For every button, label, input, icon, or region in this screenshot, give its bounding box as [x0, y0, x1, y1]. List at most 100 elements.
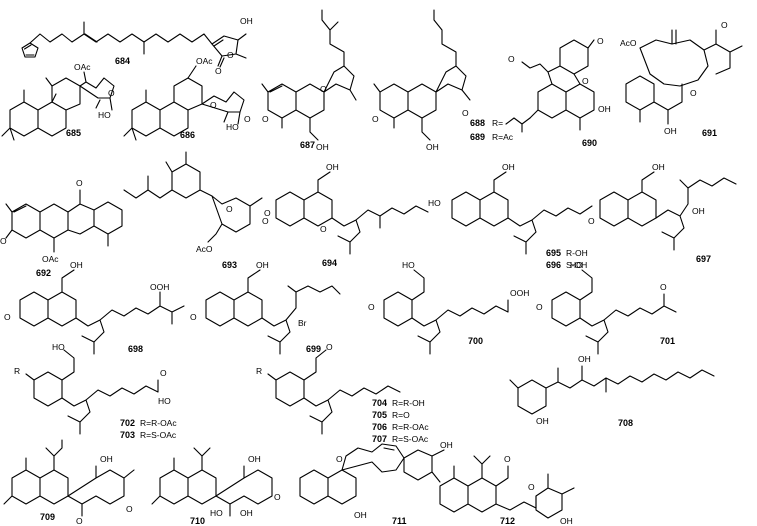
compound-id-689: 689 — [470, 132, 485, 142]
compound-id-701: 701 — [660, 336, 675, 346]
compound-id-707: 707 — [372, 434, 387, 444]
ho-label: HO — [226, 122, 239, 132]
o-label: O — [508, 54, 515, 64]
o-label: O — [368, 302, 375, 312]
r-label: R — [14, 366, 20, 376]
o-label: O — [326, 342, 333, 352]
oh-label: OH — [70, 260, 83, 270]
aco-label: AcO — [196, 244, 213, 254]
oh-label: OH — [664, 126, 677, 136]
oh-label: OH — [440, 440, 453, 450]
compound-id-709: 709 — [40, 512, 55, 522]
o-label: O — [160, 368, 167, 378]
ho-label: HO — [210, 508, 223, 518]
o-label: O — [0, 236, 7, 246]
structure-694: OH O O 694 — [262, 162, 429, 268]
o-label: O — [582, 76, 589, 86]
oh-label: OH — [326, 162, 339, 172]
ho-label: HO — [158, 396, 171, 406]
o-label: O — [597, 36, 604, 46]
compound-id-696: 696 — [546, 260, 561, 270]
compound-id-702: 702 — [120, 418, 135, 428]
compound-id-712: 712 — [500, 516, 515, 526]
structure-684: OH O O 684 — [21, 16, 253, 76]
oh-label: OH — [598, 104, 611, 114]
compound-id-691: 691 — [702, 128, 717, 138]
r-group-704: R=R-OH — [392, 398, 425, 408]
compound-id-705: 705 — [372, 410, 387, 420]
aco-label: AcO — [620, 38, 637, 48]
structure-686: OAc O HO O 686 — [123, 56, 251, 141]
structure-709: OH O O 709 — [3, 439, 135, 526]
r-label: R — [256, 366, 262, 376]
oh-label: OH — [240, 16, 253, 26]
o-label: O — [215, 66, 222, 76]
compound-id-695: 695 — [546, 248, 561, 258]
compound-id-687: 687 — [300, 140, 315, 150]
compound-id-711: 711 — [392, 516, 407, 526]
ho-label: HO — [98, 110, 111, 120]
r-group-706: R=R-OAc — [392, 422, 429, 432]
oh-label: OH — [240, 508, 253, 518]
structure-687: O OH O 687 — [261, 9, 357, 152]
structure-698: OH OOH O 698 — [4, 260, 185, 355]
ooh-label: OOH — [510, 288, 529, 298]
o-label: O — [320, 224, 327, 234]
r-group-689: R=Ac — [492, 132, 514, 142]
ho-label: HO — [52, 342, 65, 352]
r-group-688: R= — [492, 118, 503, 128]
oh-label: OH — [354, 510, 367, 520]
br-label: Br — [298, 318, 307, 328]
compound-id-710: 710 — [190, 516, 205, 526]
structure-708: OH OH 708 — [509, 354, 715, 428]
compound-id-694: 694 — [322, 258, 337, 268]
compound-id-699: 699 — [306, 344, 321, 354]
o-label: O — [274, 492, 281, 502]
compound-id-686: 686 — [180, 130, 195, 140]
oh-label: OH — [536, 416, 549, 426]
o-label: O — [76, 516, 83, 526]
o-label: O — [108, 88, 115, 98]
compound-id-704: 704 — [372, 398, 387, 408]
o-label: O — [190, 312, 197, 322]
compound-id-697: 697 — [696, 254, 711, 264]
structure-712: O O OH 712 — [439, 454, 575, 526]
oh-label: OH — [100, 454, 113, 464]
o-label: O — [210, 100, 217, 110]
oac-label: OAc — [42, 254, 59, 264]
o-label: O — [660, 282, 667, 292]
o-label: O — [76, 178, 83, 188]
structure-700: HO OOH O 700 — [368, 260, 529, 355]
o-label: O — [721, 20, 728, 30]
structure-702-703: HO R O HO 702 R=R-OAc 703 R=S-OAc — [14, 342, 177, 440]
compound-id-703: 703 — [120, 430, 135, 440]
r-group-696: S-OH — [566, 260, 587, 270]
compound-id-693: 693 — [222, 260, 237, 270]
compound-id-690: 690 — [582, 138, 597, 148]
oac-label: OAc — [196, 56, 213, 66]
o-label: O — [262, 114, 269, 124]
o-label: O — [588, 216, 595, 226]
o-label: O — [336, 454, 343, 464]
o-label: O — [262, 216, 269, 226]
structure-690: O O OH O 690 — [508, 36, 611, 148]
o-label: O — [4, 312, 11, 322]
o-label: O — [372, 114, 379, 124]
r-group-702: R=R-OAc — [140, 418, 177, 428]
oh-label: OH — [560, 516, 573, 526]
compound-id-706: 706 — [372, 422, 387, 432]
compound-id-700: 700 — [468, 336, 483, 346]
r-group-703: R=S-OAc — [140, 430, 177, 440]
ooh-label: OOH — [150, 282, 169, 292]
oh-label: OH — [316, 142, 329, 152]
structure-691: AcO O O OH 691 — [620, 20, 743, 138]
o-label: O — [528, 482, 535, 492]
o-label: O — [244, 114, 251, 124]
oh-label: OH — [578, 354, 591, 364]
structure-695-696: OH HO 695 R-OH 696 S-OH — [428, 162, 593, 270]
structure-688-689: O OH O 688 R= 689 R=Ac — [372, 9, 531, 152]
o-label: O — [226, 204, 233, 214]
oh-label: OH — [652, 162, 665, 172]
ho-label: HO — [402, 260, 415, 270]
